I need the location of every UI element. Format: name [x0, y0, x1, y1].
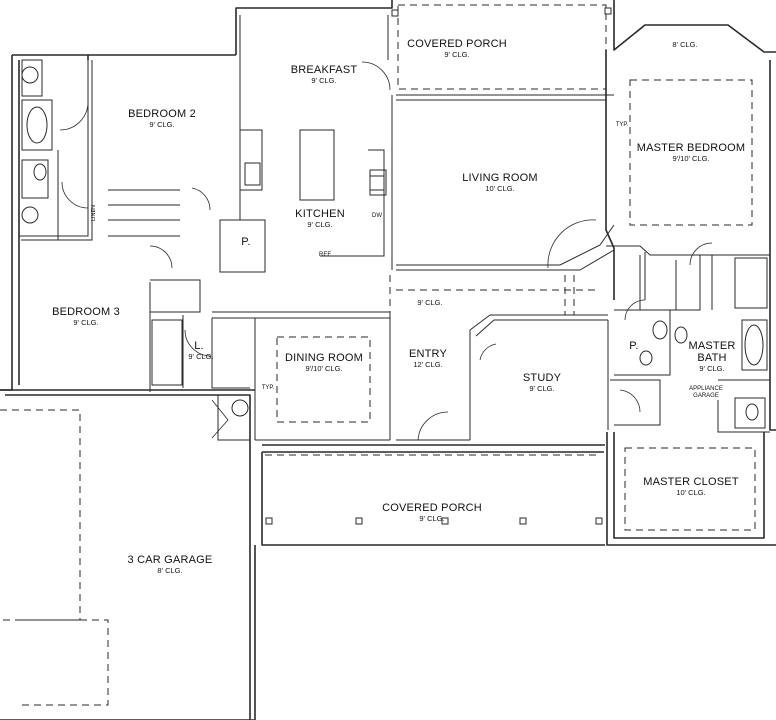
room-name: 3 CAR GARAGE — [127, 554, 213, 566]
room-name: MASTER BATH — [688, 340, 736, 364]
room-ceiling: 9' CLG. — [311, 76, 337, 85]
ref-label: REF — [319, 252, 331, 258]
room-ceiling: 9' CLG. — [73, 318, 99, 327]
hall-ceiling-label: 9' CLG. — [417, 298, 443, 307]
interior-walls — [19, 15, 770, 441]
room-name: MASTER BEDROOM — [636, 142, 746, 154]
room-entry: ENTRY 12' CLG. — [400, 348, 456, 370]
porch-columns — [265, 7, 612, 525]
linen-label: LINEN — [91, 204, 98, 222]
pantry-kitchen-label: P. — [241, 236, 251, 248]
room-ceiling: 10' CLG. — [485, 184, 515, 193]
laundry-ceiling-label: 9' CLG. — [188, 352, 214, 361]
room-ceiling: 9' CLG. — [444, 50, 470, 59]
appliance-garage-label: APPLIANCE GARAGE — [689, 386, 723, 399]
room-name: BEDROOM 3 — [52, 306, 120, 318]
room-name: KITCHEN — [295, 208, 345, 220]
room-name: BREAKFAST — [290, 64, 358, 76]
room-master-closet: MASTER CLOSET 10' CLG. — [634, 476, 748, 498]
bay-ceiling-label: 8' CLG. — [672, 40, 698, 49]
room-name: LIVING ROOM — [462, 172, 538, 184]
room-master-bedroom: MASTER BEDROOM 9'/10' CLG. — [632, 142, 750, 164]
room-name: MASTER CLOSET — [643, 476, 739, 488]
dw-label: DW — [372, 213, 382, 219]
room-ceiling: 9' CLG. — [149, 120, 175, 129]
room-ceiling: 9' CLG. — [307, 220, 333, 229]
room-name: STUDY — [522, 372, 562, 384]
room-ceiling: 9' CLG. — [699, 364, 725, 373]
room-ceiling: 9' CLG. — [419, 514, 445, 523]
room-kitchen: KITCHEN 9' CLG. — [280, 208, 360, 230]
room-garage: 3 CAR GARAGE 8' CLG. — [110, 554, 230, 576]
door-swings — [59, 61, 713, 441]
room-master-bath: MASTER BATH 9' CLG. — [684, 340, 740, 374]
pantry-bath-label: P. — [629, 340, 639, 352]
typ-master-label: TYP. — [615, 122, 629, 128]
room-name: DINING ROOM — [285, 352, 363, 364]
fixtures — [21, 66, 764, 421]
room-name: COVERED PORCH — [382, 502, 482, 514]
room-dining: DINING ROOM 9'/10' CLG. — [276, 352, 372, 374]
room-covered-porch-front: COVERED PORCH 9' CLG. — [370, 502, 494, 524]
ceiling-lines — [0, 4, 756, 706]
room-ceiling: 9' CLG. — [529, 384, 555, 393]
room-bedroom-2: BEDROOM 2 9' CLG. — [112, 108, 212, 130]
laundry-label: L. — [194, 340, 204, 352]
room-ceiling: 8' CLG. — [157, 566, 183, 575]
room-ceiling: 10' CLG. — [676, 488, 706, 497]
room-ceiling: 12' CLG. — [413, 360, 443, 369]
room-name: BEDROOM 2 — [128, 108, 196, 120]
room-bedroom-3: BEDROOM 3 9' CLG. — [36, 306, 136, 328]
typ-dining-label: TYP. — [261, 385, 275, 391]
room-ceiling: 9'/10' CLG. — [672, 154, 710, 163]
room-study: STUDY 9' CLG. — [512, 372, 572, 394]
room-name: ENTRY — [408, 348, 448, 360]
room-ceiling: 9'/10' CLG. — [305, 364, 343, 373]
room-breakfast: BREAKFAST 9' CLG. — [266, 64, 382, 86]
room-covered-porch-top: COVERED PORCH 9' CLG. — [398, 38, 516, 60]
room-name: COVERED PORCH — [407, 38, 507, 50]
room-living: LIVING ROOM 10' CLG. — [450, 172, 550, 194]
